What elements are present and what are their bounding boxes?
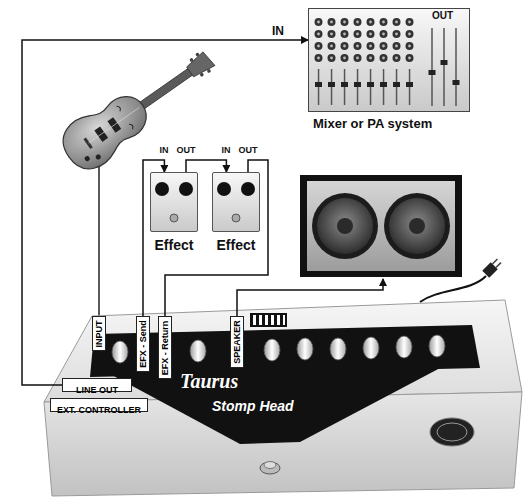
jack-tag: SPEAKER (230, 316, 244, 368)
port-label: IN (222, 145, 231, 156)
jack-tag: EXT. CONTROLLER (50, 398, 148, 412)
jack-label: EXT. CONTROLLER (57, 404, 141, 416)
signal-cable (22, 40, 308, 385)
effect-pedal: Effect (212, 172, 260, 232)
jack-label: LINE OUT (76, 384, 118, 396)
jack-tag: EFX - Send (136, 316, 150, 372)
amplifier-housing: TaurusStomp Head INPUT EFX - Send EFX - Ret… (38, 296, 524, 500)
brand-logo: Taurus (180, 369, 238, 393)
port-label: IN (160, 145, 169, 156)
cable-label: IN (270, 24, 286, 38)
signal-cable (186, 160, 226, 172)
port-label: OUT (239, 145, 258, 156)
effect-pedal: Effect (150, 172, 198, 232)
jack-label: SPEAKER (231, 320, 243, 364)
device-title: Effect (217, 237, 256, 254)
jack-label: EFX - Return (159, 320, 171, 375)
device-title: Mixer or PA system (313, 116, 432, 132)
jack-tag: INPUT (92, 316, 106, 351)
jack-label: EFX - Send (137, 320, 149, 368)
mixer-panel: OUTMixer or PA system (308, 8, 470, 112)
jack-tag: EFX - Return (158, 316, 172, 379)
device-title: Effect (155, 237, 194, 254)
output-label: OUT (432, 10, 453, 22)
port-label: OUT (177, 145, 196, 156)
jack-label: INPUT (93, 320, 105, 347)
jack-tag: LINE OUT (62, 378, 132, 392)
model-logo: Stomp Head (212, 398, 294, 415)
